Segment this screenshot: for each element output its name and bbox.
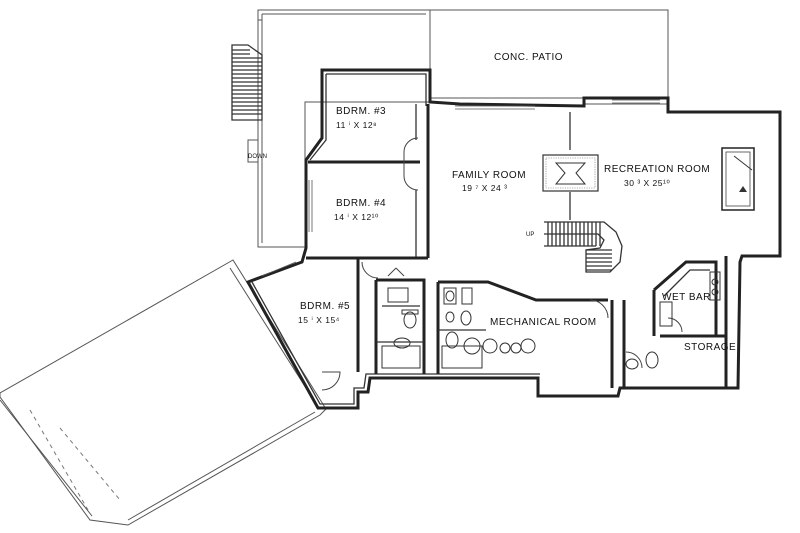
- mechanical-room-label: MECHANICAL ROOM: [490, 317, 597, 328]
- doors: [321, 137, 683, 391]
- storage-label: STORAGE: [684, 342, 736, 353]
- mechanical-equipment: [463, 337, 536, 355]
- bath-fixtures: [381, 287, 659, 370]
- bdrm4-size: 14 ⁱ X 12¹⁰: [334, 212, 379, 222]
- exterior-stair: [231, 44, 263, 121]
- interior-stair: [544, 221, 623, 273]
- patio-label: CONC. PATIO: [494, 52, 563, 63]
- wet-bar-label: WET BAR: [662, 292, 711, 303]
- lower-deck: [0, 259, 327, 526]
- room-labels: BDRM. #3 11 ⁱ X 12⁸ BDRM. #4 14 ⁱ X 12¹⁰…: [298, 106, 736, 353]
- exterior-walls: [245, 68, 782, 410]
- bdrm4-label: BDRM. #4: [336, 198, 386, 209]
- pool-table-icon: [721, 147, 755, 211]
- wet-bar-fixtures: [659, 271, 721, 327]
- bdrm5-label: BDRM. #5: [300, 301, 350, 312]
- recreation-room-size: 30 ³ X 25¹⁰: [624, 178, 670, 188]
- fireplace-icon: [542, 154, 599, 192]
- stair-down-label: DOWN: [248, 154, 267, 160]
- recreation-room-label: RECREATION ROOM: [604, 164, 710, 175]
- interior-walls: [306, 104, 728, 388]
- stair-up-label: UP: [526, 232, 534, 238]
- bdrm3-size: 11 ⁱ X 12⁸: [336, 120, 377, 130]
- bdrm5-size: 15 ⁱ X 15⁴: [298, 315, 340, 325]
- windows: [261, 99, 660, 277]
- family-room-size: 19 ⁷ X 24 ³: [462, 183, 507, 193]
- bdrm3-label: BDRM. #3: [336, 106, 386, 117]
- family-room-label: FAMILY ROOM: [452, 170, 526, 181]
